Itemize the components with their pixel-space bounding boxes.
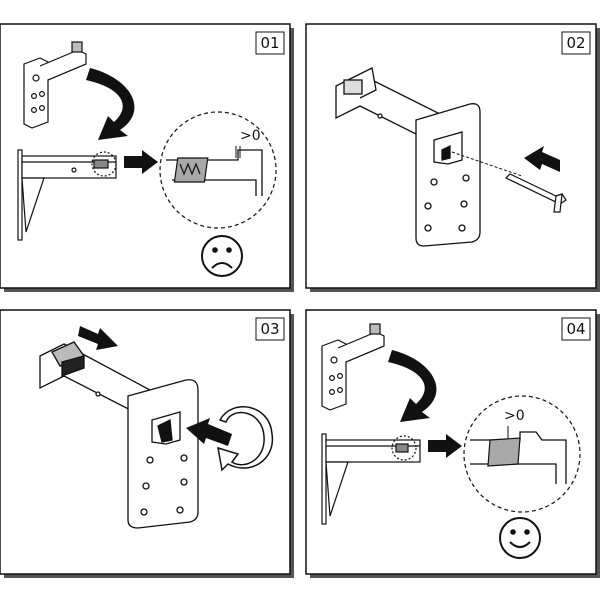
detail-zoom-circle: >0	[463, 395, 581, 513]
left-arrow-icon	[524, 146, 560, 172]
left-arrow-icon	[186, 418, 232, 446]
curved-arrow-icon	[86, 68, 135, 140]
bracket-closeup	[335, 67, 481, 247]
panel-number: 04	[566, 320, 585, 338]
bracket-closeup	[39, 341, 199, 529]
panel-number-box	[561, 31, 591, 55]
bracket-isometric	[23, 41, 87, 129]
bracket-side-view	[321, 433, 421, 525]
sad-face-icon	[201, 235, 243, 277]
alignment-line	[451, 151, 523, 177]
bracket-isometric	[321, 323, 385, 411]
panel-number-box	[561, 317, 591, 341]
rotate-arrow-icon	[217, 406, 274, 472]
gap-label: >0	[240, 128, 261, 144]
gap-label: >0	[504, 408, 525, 424]
panel-03: 03	[0, 309, 294, 578]
right-arrow-icon	[124, 150, 158, 174]
panel-04: 04 >0	[305, 309, 600, 578]
panel-number: 02	[566, 34, 585, 52]
curved-arrow-icon	[388, 350, 437, 422]
right-arrow-icon	[78, 326, 118, 350]
panel-number: 03	[260, 320, 279, 338]
detail-zoom-circle: >0	[159, 111, 277, 229]
bracket-side-view	[17, 149, 117, 241]
panel-01: 01	[0, 23, 294, 292]
right-arrow-icon	[428, 434, 462, 458]
allen-key-icon	[504, 173, 567, 213]
panel-number-box	[255, 317, 285, 341]
panel-02: 02	[305, 23, 600, 292]
happy-face-icon	[499, 517, 541, 559]
panel-number-box	[255, 31, 285, 55]
panel-number: 01	[260, 34, 279, 52]
